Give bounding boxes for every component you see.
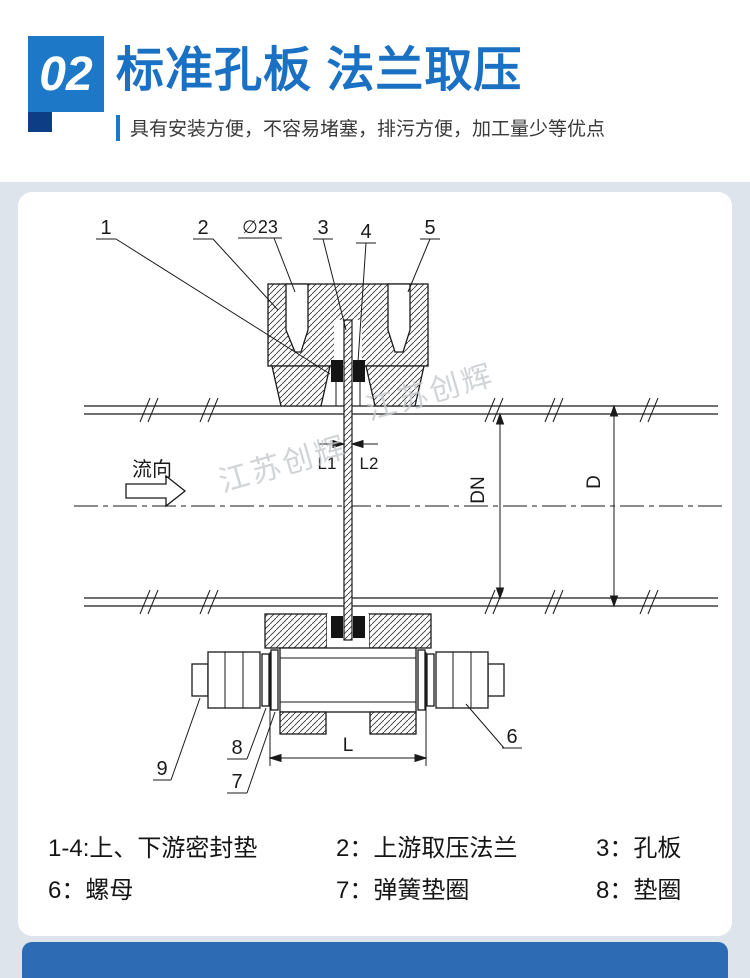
callout-1-label: 1 [100,217,111,239]
diagram-labels: 1 2 ∅23 3 4 5 9 8 7 6 流向 L1 L2 DN D L [100,217,605,793]
section-subtitle-row: 具有安装方便，不容易堵塞，排污方便，加工量少等优点 [116,114,605,141]
legend-item-gaskets: 1-4:上、下游密封垫 [48,835,258,862]
callout-4-label: 4 [360,221,371,243]
flow-direction-label: 流向 [132,458,172,481]
callout-5-label: 5 [424,217,435,239]
callout-3-label: 3 [317,217,328,239]
bottom-clamp-assembly [191,613,505,735]
legend-row-2: 6：螺母 7：弹簧垫圈 8：垫圈 [18,870,732,912]
callout-7-label: 7 [231,771,242,793]
callout-2-label: 2 [197,217,208,239]
right-washer [426,653,435,707]
orifice-plate [343,319,353,641]
diagram-card: 1 2 ∅23 3 4 5 9 8 7 6 流向 L1 L2 DN D L 江苏… [18,192,732,936]
section-subtitle: 具有安装方便，不容易堵塞，排污方便，加工量少等优点 [130,119,606,140]
l1-dim-label: L1 [318,454,337,473]
diameter-dim-label: ∅23 [242,217,278,237]
callout-8-label: 8 [231,737,242,759]
subtitle-divider [116,114,120,141]
svg-text:江苏创辉: 江苏创辉 [215,431,351,499]
seal-gaskets [331,360,365,638]
legend-item-spring-washer: 7：弹簧垫圈 [336,877,470,904]
flow-arrow [125,474,187,508]
callout-leaders [96,237,522,794]
right-bolt-end [487,663,505,697]
section-number-badge: 02 [28,36,104,112]
dimension-lines [268,404,619,766]
left-nut [207,651,261,709]
right-spring-washer [417,649,426,711]
legend-item-upstream-flange: 2：上游取压法兰 [336,835,518,862]
l2-dim-label: L2 [360,454,379,473]
clamp-body [279,647,417,713]
legend-row-1: 1-4:上、下游密封垫 2：上游取压法兰 3：孔板 [18,828,732,870]
upstream-tap-hole [285,283,309,353]
legend-item-nut: 6：螺母 [48,877,134,904]
downstream-tap-hole [387,283,411,353]
left-spring-washer [270,649,279,711]
section-header: 02 标准孔板 法兰取压 具有安装方便，不容易堵塞，排污方便，加工量少等优点 [0,0,750,182]
dn-dim-label: DN [468,476,489,503]
bottom-section-bar [22,942,728,978]
section-title: 标准孔板 法兰取压 [116,44,523,97]
callout-6-label: 6 [506,726,517,748]
callout-9-label: 9 [156,758,167,780]
legend-item-orifice-plate: 3：孔板 [596,835,682,862]
badge-accent-square [28,112,52,132]
right-nut [435,651,489,709]
legend: 1-4:上、下游密封垫 2：上游取压法兰 3：孔板 6：螺母 7：弹簧垫圈 8：… [18,828,732,912]
pipe-break-marks [139,397,659,615]
l-dim-label: L [343,735,354,756]
left-bolt-end [191,663,209,697]
legend-item-washer: 8：垫圈 [596,877,682,904]
left-washer [261,653,270,707]
technical-diagram: 1 2 ∅23 3 4 5 9 8 7 6 流向 L1 L2 DN D L 江苏… [74,217,722,794]
d-dim-label: D [584,475,605,489]
